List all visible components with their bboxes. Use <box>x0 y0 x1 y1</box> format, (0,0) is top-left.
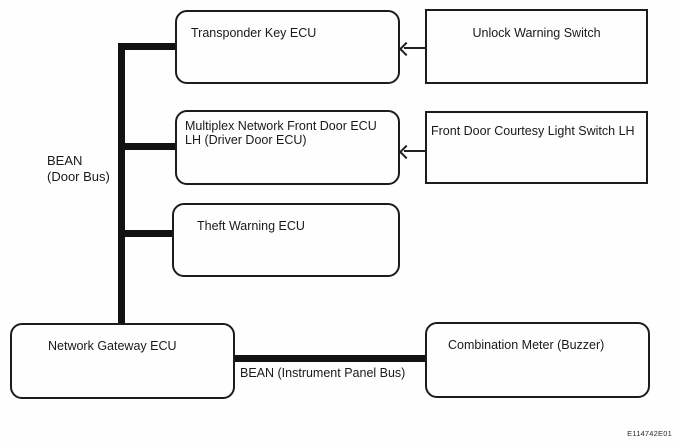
figure-code: E114742E01 <box>627 429 672 438</box>
node-network-gateway-ecu: Network Gateway ECU <box>10 323 235 399</box>
bean-door-bus-scope: (Door Bus) <box>47 168 110 184</box>
node-unlock-warning-switch-label: Unlock Warning Switch <box>472 26 601 40</box>
bean-door-bus-branch-multiplex-line <box>118 143 176 150</box>
node-combination-meter-buzzer: Combination Meter (Buzzer) <box>425 322 650 398</box>
node-theft-warning-ecu: Theft Warning ECU <box>172 203 400 277</box>
node-transponder-key-ecu-label: Transponder Key ECU <box>191 26 317 40</box>
bean-instrument-panel-bus-label: BEAN (Instrument Panel Bus) <box>240 366 406 380</box>
bean-door-bus-name: BEAN <box>47 153 83 168</box>
left-arrowhead-icon <box>398 144 414 160</box>
node-front-door-courtesy-light-switch-label: Front Door Courtesy Light Switch LH <box>431 124 635 138</box>
node-transponder-key-ecu: Transponder Key ECU <box>175 10 400 84</box>
node-unlock-warning-switch: Unlock Warning Switch <box>425 9 648 84</box>
node-network-gateway-ecu-label: Network Gateway ECU <box>48 339 177 353</box>
left-arrowhead-icon <box>398 41 414 57</box>
node-front-door-courtesy-light-switch: Front Door Courtesy Light Switch LH <box>425 111 648 184</box>
arrow-shaft <box>404 47 426 49</box>
arrow-shaft <box>404 150 426 152</box>
node-theft-warning-ecu-label: Theft Warning ECU <box>197 219 305 233</box>
node-multiplex-network-front-door-ecu: Multiplex Network Front Door ECU LH (Dri… <box>175 110 400 185</box>
node-multiplex-label-line2: LH (Driver Door ECU) <box>185 133 307 147</box>
bean-door-bus-label: BEAN (Door Bus) <box>47 153 110 184</box>
node-multiplex-label-line1: Multiplex Network Front Door ECU <box>185 119 377 133</box>
node-combination-meter-buzzer-label: Combination Meter (Buzzer) <box>448 338 605 352</box>
bean-instrument-panel-bus-line <box>234 355 426 362</box>
bean-door-bus-branch-theft-line <box>118 230 173 237</box>
bean-door-bus-trunk-line <box>118 43 125 323</box>
bean-door-bus-branch-transponder-line <box>118 43 176 50</box>
